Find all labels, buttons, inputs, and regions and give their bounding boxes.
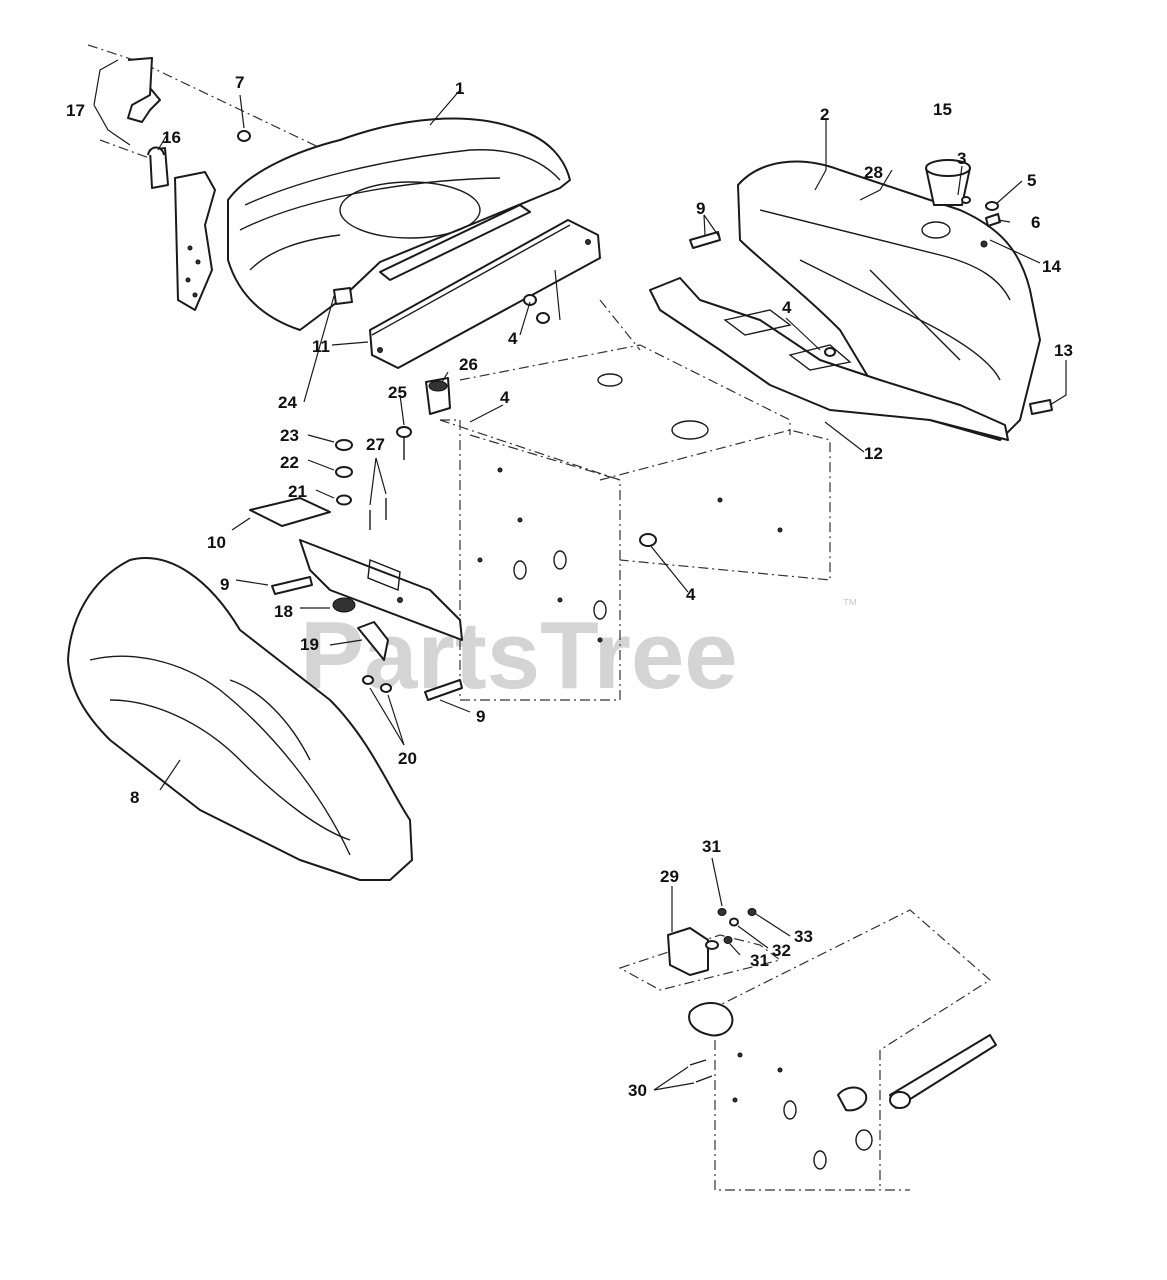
- callout-14: 14: [1042, 257, 1061, 276]
- callout-8: 8: [130, 788, 139, 807]
- callout-21: 21: [288, 482, 307, 501]
- callout-10: 10: [207, 533, 226, 552]
- part-fender-left: [67, 557, 413, 881]
- callout-31-a: 31: [702, 837, 721, 856]
- callout-9-a: 9: [220, 575, 229, 594]
- callout-9-c: 9: [696, 199, 705, 218]
- callout-22: 22: [280, 453, 299, 472]
- watermark-trademark: ™: [842, 597, 858, 614]
- callout-16: 16: [162, 128, 181, 147]
- callout-30: 30: [628, 1081, 647, 1100]
- callout-24: 24: [278, 393, 297, 412]
- callout-33: 33: [794, 927, 813, 946]
- callout-labels: 1 2 3 4 4 4 4 5 6 7 8 9 9 9 10 11 12 13 …: [66, 73, 1073, 1100]
- callout-25: 25: [388, 383, 407, 402]
- part-fender-right: [737, 160, 1041, 441]
- part-seat-cable-bracket: [87, 44, 441, 311]
- callout-15: 15: [933, 100, 952, 119]
- callout-4-a: 4: [500, 388, 510, 407]
- callout-4-c: 4: [782, 298, 792, 317]
- callout-5: 5: [1027, 171, 1036, 190]
- callout-2: 2: [820, 105, 829, 124]
- callout-11: 11: [312, 337, 330, 356]
- watermark-text: PartsTree: [300, 602, 738, 709]
- callout-23: 23: [280, 426, 299, 445]
- leader-lines: [93, 59, 1067, 1091]
- callout-19: 19: [300, 635, 319, 654]
- callout-9-b: 9: [476, 707, 485, 726]
- callout-4-b: 4: [508, 329, 518, 348]
- callout-1: 1: [455, 79, 464, 98]
- callout-12: 12: [864, 444, 883, 463]
- callout-18: 18: [274, 602, 293, 621]
- hardware: [237, 130, 1053, 701]
- callout-27: 27: [366, 435, 385, 454]
- callout-6: 6: [1031, 213, 1040, 232]
- part-bracket-plate: [249, 497, 463, 641]
- callout-4-d: 4: [686, 585, 696, 604]
- part-rear-panel: [649, 277, 1009, 441]
- callout-32: 32: [772, 941, 791, 960]
- callout-17: 17: [66, 101, 85, 120]
- part-frame: [439, 299, 831, 701]
- callout-28: 28: [864, 163, 883, 182]
- part-front-panel: [369, 219, 601, 369]
- callout-31-b: 31: [750, 951, 769, 970]
- callout-29: 29: [660, 867, 679, 886]
- callout-20: 20: [398, 749, 417, 768]
- part-inset-detail: [618, 908, 997, 1191]
- callout-26: 26: [459, 355, 478, 374]
- part-hood: [227, 117, 571, 331]
- callout-7: 7: [235, 73, 244, 92]
- callout-13: 13: [1054, 341, 1073, 360]
- callout-3: 3: [957, 149, 966, 168]
